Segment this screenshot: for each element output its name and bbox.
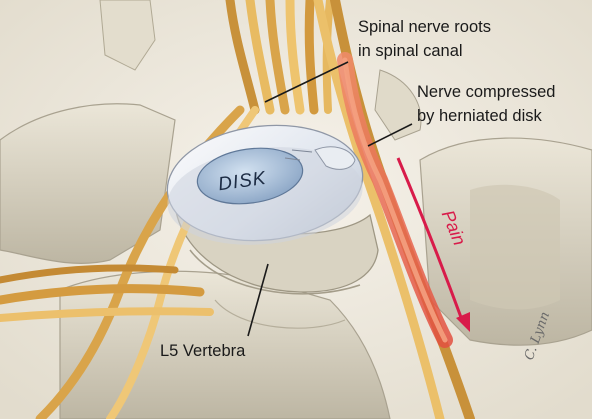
vertebra-label: L5 Vertebra [160,342,246,360]
compressed-nerve-label-line1: Nerve compressed [417,83,555,101]
nerve-roots-label-line2: in spinal canal [358,42,463,60]
compressed-nerve-label-line2: by herniated disk [417,107,542,125]
nerve-roots-label-line1: Spinal nerve roots [358,18,491,36]
